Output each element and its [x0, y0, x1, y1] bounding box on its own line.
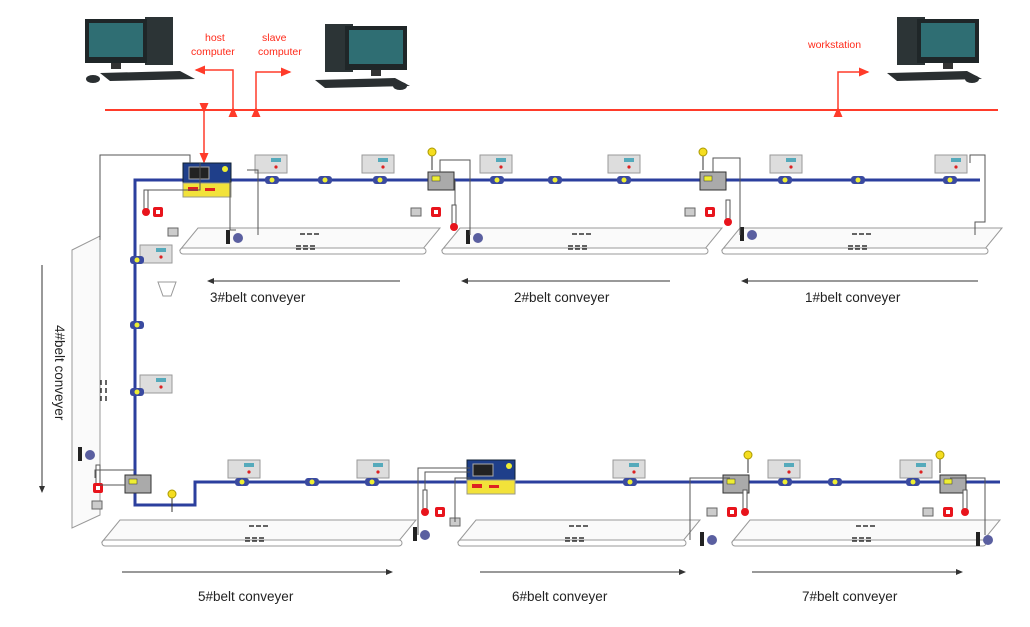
- speed-sensor-icon: [706, 507, 718, 517]
- antenna-icon: [167, 489, 177, 512]
- coupler-icon: [235, 478, 249, 486]
- speed-sensor-icon: [91, 500, 103, 510]
- sensor-module-icon: [139, 244, 173, 264]
- conveyer-7-label: 7#belt conveyer: [802, 589, 898, 604]
- workstation-link: [833, 67, 870, 117]
- coupler-icon: [365, 478, 379, 486]
- antenna-icon: [698, 147, 708, 170]
- thermometer-icon: [741, 489, 749, 516]
- speed-sensor-icon: [167, 227, 179, 237]
- belt-conveyer: [720, 227, 1004, 255]
- sensor-module-icon: [479, 154, 513, 174]
- coupler-icon: [617, 176, 631, 184]
- sensor-module-icon: [934, 154, 968, 174]
- siren-icon: [976, 532, 993, 546]
- alarm-icon: [431, 207, 441, 217]
- junction-box-icon: [427, 171, 455, 191]
- siren-icon: [78, 447, 95, 461]
- thermometer-icon: [421, 489, 429, 516]
- alarm-icon: [435, 507, 445, 517]
- signal-wiring: [94, 154, 986, 540]
- slave-computer-label: computer: [258, 46, 302, 58]
- siren-icon: [466, 230, 483, 244]
- sensor-module-icon: [899, 459, 933, 479]
- conveyer-labels: 3#belt conveyer 2#belt conveyer 1#belt c…: [39, 265, 978, 604]
- coupler-icon: [828, 478, 842, 486]
- conveyer-6-label: 6#belt conveyer: [512, 589, 608, 604]
- coupler-icon: [906, 478, 920, 486]
- sensor-module-icon: [356, 459, 390, 479]
- alarm-icon: [153, 207, 163, 217]
- coupler-icon: [943, 176, 957, 184]
- coupler-icon: [778, 176, 792, 184]
- controller-icon: [466, 459, 516, 495]
- sensor-module-icon: [767, 459, 801, 479]
- coupler-icon: [778, 478, 792, 486]
- antenna-icon: [743, 450, 753, 473]
- controller-icon: [182, 162, 232, 198]
- siren-icon: [700, 532, 717, 546]
- belt-conveyer: [730, 519, 1002, 547]
- host-link: [194, 65, 238, 117]
- speed-sensor-icon: [922, 507, 934, 517]
- thermometer-icon: [142, 189, 150, 216]
- siren-icon: [740, 227, 757, 241]
- junction-box-icon: [124, 474, 152, 494]
- coupler-icon: [305, 478, 319, 486]
- coupler-icon: [265, 176, 279, 184]
- conveyer-1-label: 1#belt conveyer: [805, 290, 901, 305]
- junction-box-icon: [722, 474, 750, 494]
- junction-box-icon: [699, 171, 727, 191]
- sensor-module-icon: [361, 154, 395, 174]
- speed-sensor-icon: [410, 207, 422, 217]
- host-computer-label: computer: [191, 46, 235, 58]
- sensor-module-icon: [769, 154, 803, 174]
- coupler-icon: [623, 478, 637, 486]
- slave-link: [251, 67, 292, 117]
- siren-icon: [226, 230, 243, 244]
- alarm-icon: [727, 507, 737, 517]
- host-computer-label: host: [205, 32, 225, 44]
- belt-conveyer: [440, 227, 724, 255]
- antenna-icon: [935, 450, 945, 473]
- sensor-module-icon: [612, 459, 646, 479]
- coupler-icon: [548, 176, 562, 184]
- coupler-icon: [130, 321, 144, 329]
- sensor-module-icon: [139, 374, 173, 394]
- computer-icon: [315, 24, 410, 90]
- coupler-icon: [130, 388, 144, 396]
- thermometer-icon: [724, 199, 732, 226]
- conveyer-3-label: 3#belt conveyer: [210, 290, 306, 305]
- workstation-label: workstation: [807, 39, 861, 51]
- conveyer-2-label: 2#belt conveyer: [514, 290, 610, 305]
- conveyer-4-label: 4#belt conveyer: [52, 325, 67, 421]
- coupler-icon: [851, 176, 865, 184]
- alarm-icon: [705, 207, 715, 217]
- coupler-icon: [318, 176, 332, 184]
- belt-conveyer: [178, 227, 442, 255]
- junction-box-icon: [939, 474, 967, 494]
- conveyer-5-label: 5#belt conveyer: [198, 589, 294, 604]
- belt-conveyer: [100, 519, 418, 547]
- slave-computer-label: slave: [262, 32, 287, 44]
- coupler-icon: [490, 176, 504, 184]
- sensor-module-icon: [254, 154, 288, 174]
- coupler-icon: [373, 176, 387, 184]
- sensor-module-icon: [607, 154, 641, 174]
- coupler-icon: [130, 256, 144, 264]
- speed-sensor-icon: [684, 207, 696, 217]
- computer-icon: [887, 17, 982, 83]
- computer-icon: [85, 17, 195, 83]
- sensor-module-icon: [227, 459, 261, 479]
- horn-icon: [157, 281, 177, 297]
- siren-icon: [413, 527, 430, 541]
- belt-conveyer: [456, 519, 702, 547]
- alarm-icon: [943, 507, 953, 517]
- thermometer-icon: [961, 489, 969, 516]
- thermometer-icon: [450, 204, 458, 231]
- antenna-icon: [427, 147, 437, 170]
